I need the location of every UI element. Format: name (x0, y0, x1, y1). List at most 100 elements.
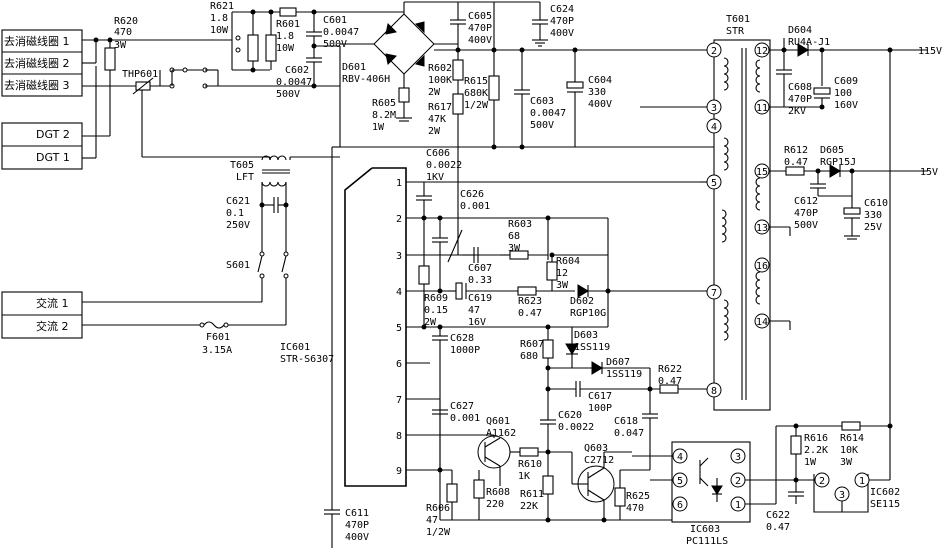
d603-ref: D603 (574, 330, 598, 341)
r615-value: 680K (464, 88, 488, 99)
ic602-pin-1: 1 (859, 476, 865, 487)
r603-value: 68 (508, 231, 520, 242)
degauss-pin-3-label: 去消磁线圈 3 (4, 78, 70, 92)
t601-type: STR (726, 26, 745, 37)
r610-resistor: R610 1K (518, 447, 572, 482)
c621-capacitor: C621 0.1 250V (226, 196, 286, 231)
t601-pin-8: 8 (711, 386, 717, 397)
d602-diode: D602 RGP10G (570, 284, 707, 319)
degauss-pin-2-label: 去消磁线圈 2 (4, 56, 70, 70)
c622-value: 0.47 (766, 522, 790, 533)
r603-ref: R603 (508, 219, 532, 230)
ic601-pin-5: 5 (396, 323, 402, 334)
c608-rating: 2KV (788, 106, 806, 117)
r602-value: 100K (428, 75, 452, 86)
ic602-ref: IC602 (870, 487, 900, 498)
c611-ref: C611 (345, 508, 369, 519)
c602-value: 0.0047 (276, 77, 312, 88)
c606-capacitor: C606 0.0022 1KV (416, 148, 462, 218)
r605-resistor: R605 8.2M 1W (372, 87, 412, 133)
q601-ref: Q601 (486, 416, 510, 427)
ic601-pin-4: 4 (396, 287, 402, 298)
dgt-connector: DGT 2 DGT 1 (1, 122, 83, 170)
c604-capacitor: C604 330 400V (566, 50, 612, 147)
c618-capacitor: C618 0.047 (614, 413, 658, 470)
r606-value: 47 (426, 515, 438, 526)
c603-capacitor: C603 0.0047 500V (514, 50, 566, 147)
ic602-error-amp: 2 3 1 IC602 SE115 (813, 472, 900, 513)
r623-resistor: R623 0.47 (517, 286, 575, 319)
r625-ref: R625 (626, 491, 650, 502)
q601-part: A1162 (486, 428, 516, 439)
ic602-pin-2: 2 (819, 476, 825, 487)
r604-rating: 3W (556, 280, 569, 291)
c611-rating: 400V (345, 532, 369, 543)
r601-resistor: R601 1.8 10W (265, 12, 300, 70)
r608-value: 220 (486, 499, 504, 510)
r614-value: 10K (840, 445, 858, 456)
c602-capacitor: C602 0.0047 500V (276, 57, 322, 100)
ic603-part: PC111LS (686, 536, 728, 547)
thp601-ref: THP601 (122, 69, 158, 80)
ic602-part: SE115 (870, 499, 900, 510)
c606-value: 0.0022 (426, 160, 462, 171)
r617-resistor: R617 47K 2W (428, 80, 464, 255)
degauss-pin-1-label: 去消磁线圈 1 (4, 34, 70, 48)
ic601-pin-9: 9 (396, 466, 402, 477)
c609-rating: 160V (834, 100, 858, 111)
r607-resistor: R607 680 (520, 339, 554, 420)
c624-rating: 400V (550, 28, 574, 39)
c607-capacitor: C607 0.33 (462, 247, 500, 286)
c603-ref: C603 (530, 96, 554, 107)
r622-resistor: R622 0.47 (658, 364, 707, 394)
t601-pin-3: 3 (711, 103, 717, 114)
r612-value: 0.47 (784, 157, 808, 168)
r623-value: 0.47 (518, 308, 542, 319)
r612-ref: R612 (784, 145, 808, 156)
r611-ref: R611 (520, 489, 544, 500)
r602-rating: 2W (428, 87, 441, 98)
out-15v-label: 15V (920, 167, 938, 178)
ac-pin-1-label: 交流 1 (36, 296, 69, 310)
d604-part: RU4A-J1 (788, 37, 830, 48)
c626-value: 0.001 (460, 201, 490, 212)
s601-switch: S601 (226, 240, 289, 325)
ic603-pin-1: 1 (735, 500, 741, 511)
c609-value: 100 (834, 88, 852, 99)
c604-value: 330 (588, 87, 606, 98)
r611-value: 22K (520, 501, 538, 512)
c602-rating: 500V (276, 89, 300, 100)
r620-resistor: R620 470 3W (104, 16, 138, 71)
c602-ref: C602 (285, 65, 309, 76)
c628-ref: C628 (450, 333, 474, 344)
t601-pin-2: 2 (711, 46, 717, 57)
dgt-pin-1-label: DGT 1 (36, 151, 70, 164)
r621-ref: R621 (210, 1, 234, 12)
c601-rating: 500V (323, 39, 347, 50)
out-115v-label: 115V (918, 46, 942, 57)
r610-ref: R610 (518, 459, 542, 470)
q601-transistor: Q601 A1162 (477, 416, 520, 486)
r604-value: 12 (556, 268, 568, 279)
d602-ref: D602 (570, 296, 594, 307)
r610-value: 1K (518, 471, 530, 482)
ic601-pin-7: 7 (396, 395, 402, 406)
c606-rating: 1KV (426, 172, 444, 183)
c607-value: 0.33 (468, 275, 492, 286)
r621-rating: 10W (210, 25, 229, 36)
c619-capacitor: C619 47 16V (448, 282, 518, 328)
d607-part: 1SS119 (606, 369, 642, 380)
r615-ref: R615 (464, 76, 488, 87)
t601-pin-15: 15 (756, 167, 768, 178)
r607-ref: R607 (520, 339, 544, 350)
c619-value: 47 (468, 305, 480, 316)
r608-ref: R608 (486, 487, 510, 498)
r606-resistor: R606 47 1/2W (426, 470, 458, 538)
t601-pin-11: 11 (756, 103, 768, 114)
ic601-ref: IC601 (280, 342, 310, 353)
d601-ref: D601 (342, 62, 366, 73)
c610-value: 330 (864, 210, 882, 221)
d607-ref: D607 (606, 357, 630, 368)
r609-value: 0.15 (424, 305, 448, 316)
